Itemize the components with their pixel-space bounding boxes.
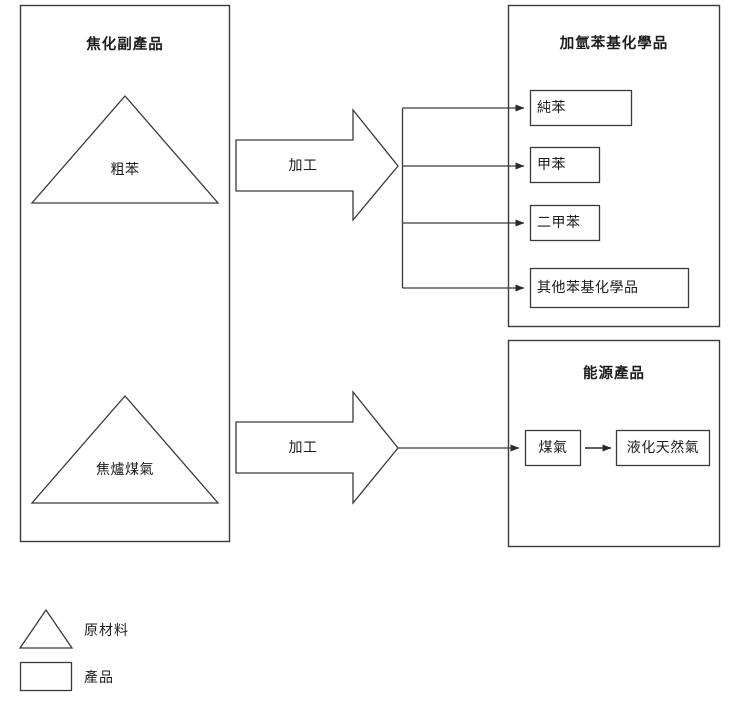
- label-pure-benzene: 純苯: [537, 100, 566, 116]
- group-energy-products: [507, 339, 721, 548]
- label-crude-benzene: 粗苯: [110, 162, 140, 178]
- label-xylene: 二甲苯: [537, 215, 581, 231]
- shape-coke-oven-gas: [30, 395, 220, 504]
- label-lng: 液化天然氣: [626, 440, 700, 456]
- group-hydrogenated-benzene-chemicals: [507, 4, 721, 328]
- shape-toluene: [529, 146, 601, 184]
- process-arrow-top: [235, 108, 399, 222]
- shape-lng: [615, 429, 711, 467]
- label-other-benzene-chemicals: 其他苯基化學品: [537, 280, 639, 296]
- shape-pure-benzene: [529, 89, 633, 127]
- shape-coal-gas: [524, 429, 582, 467]
- legend-product-icon: [19, 661, 73, 692]
- legend-raw-material-icon: [18, 608, 74, 649]
- legend-raw-material-label: 原材料: [84, 623, 129, 639]
- group-title-energy-products: 能源產品: [583, 365, 645, 382]
- label-toluene: 甲苯: [537, 157, 566, 173]
- group-title-hydrogenated-benzene-chemicals: 加氫苯基化學品: [559, 35, 669, 52]
- shape-xylene: [529, 204, 601, 242]
- label-coke-oven-gas: 焦爐煤氣: [96, 462, 154, 478]
- label-process-arrow-bottom: 加工: [288, 440, 318, 456]
- shape-other-benzene-chemicals: [529, 267, 690, 309]
- shape-crude-benzene: [30, 95, 220, 204]
- label-process-arrow-top: 加工: [288, 158, 318, 174]
- group-title-coking-byproducts: 焦化副產品: [86, 36, 164, 53]
- legend-product-label: 產品: [84, 670, 114, 686]
- label-coal-gas: 煤氣: [538, 440, 568, 456]
- process-arrow-bottom: [235, 390, 399, 505]
